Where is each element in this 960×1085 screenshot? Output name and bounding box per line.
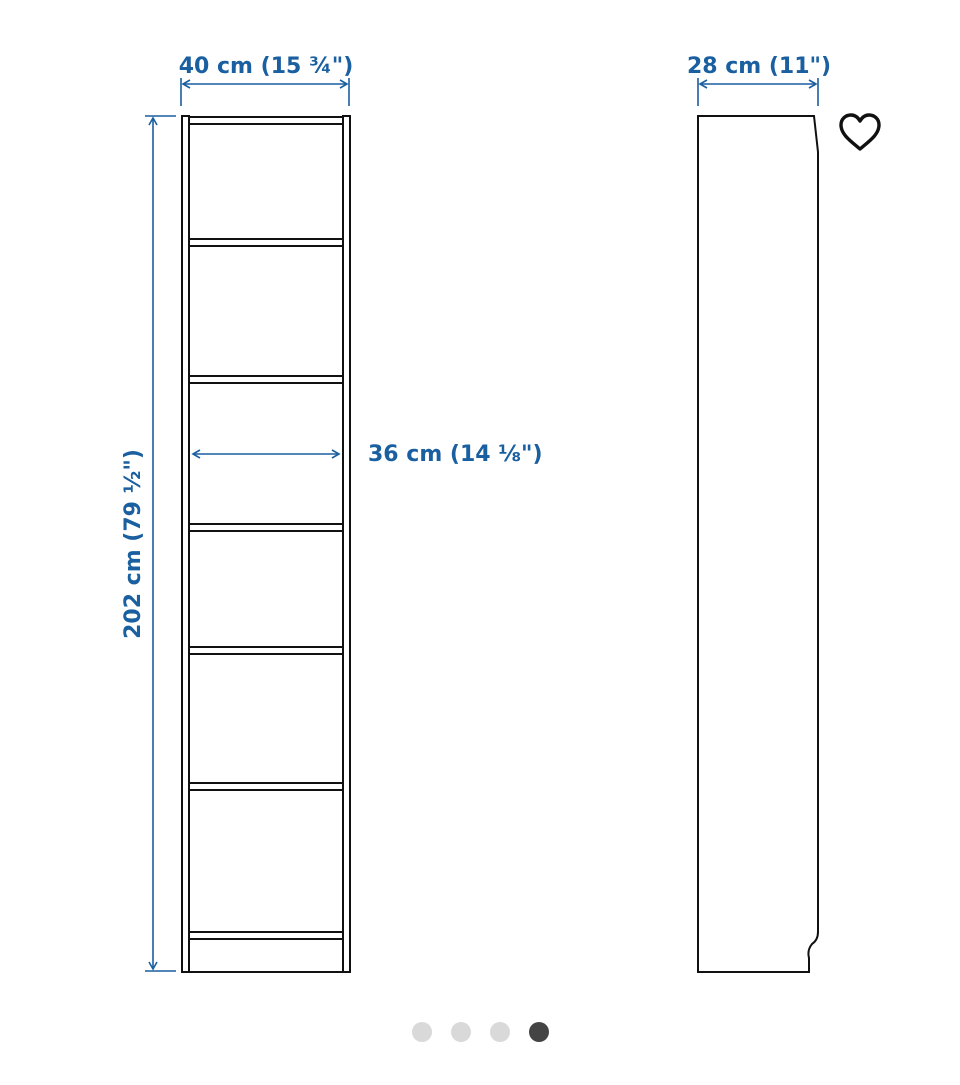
carousel-dot[interactable] bbox=[489, 1022, 510, 1042]
carousel-dot[interactable] bbox=[411, 1022, 432, 1042]
inner-width-dimension-label: 36 cm (14 ⅛") bbox=[368, 442, 543, 467]
depth-dimension-label: 28 cm (11") bbox=[687, 54, 831, 79]
width-dimension-label: 40 cm (15 ¾") bbox=[179, 54, 354, 79]
carousel-dot-active[interactable] bbox=[528, 1022, 549, 1042]
bookcase-front-view bbox=[181, 115, 351, 973]
height-dimension-arrow bbox=[145, 115, 176, 972]
bookcase-side-view bbox=[697, 115, 819, 973]
depth-dimension-arrow bbox=[697, 78, 819, 106]
width-dimension-arrow bbox=[180, 78, 350, 106]
inner-width-dimension-arrow bbox=[191, 449, 341, 459]
carousel-dot[interactable] bbox=[450, 1022, 471, 1042]
carousel-pagination bbox=[0, 1022, 960, 1044]
heart-outline-icon bbox=[839, 113, 881, 151]
height-dimension-label: 202 cm (79 ½") bbox=[121, 449, 146, 639]
favorite-button[interactable] bbox=[828, 104, 892, 160]
